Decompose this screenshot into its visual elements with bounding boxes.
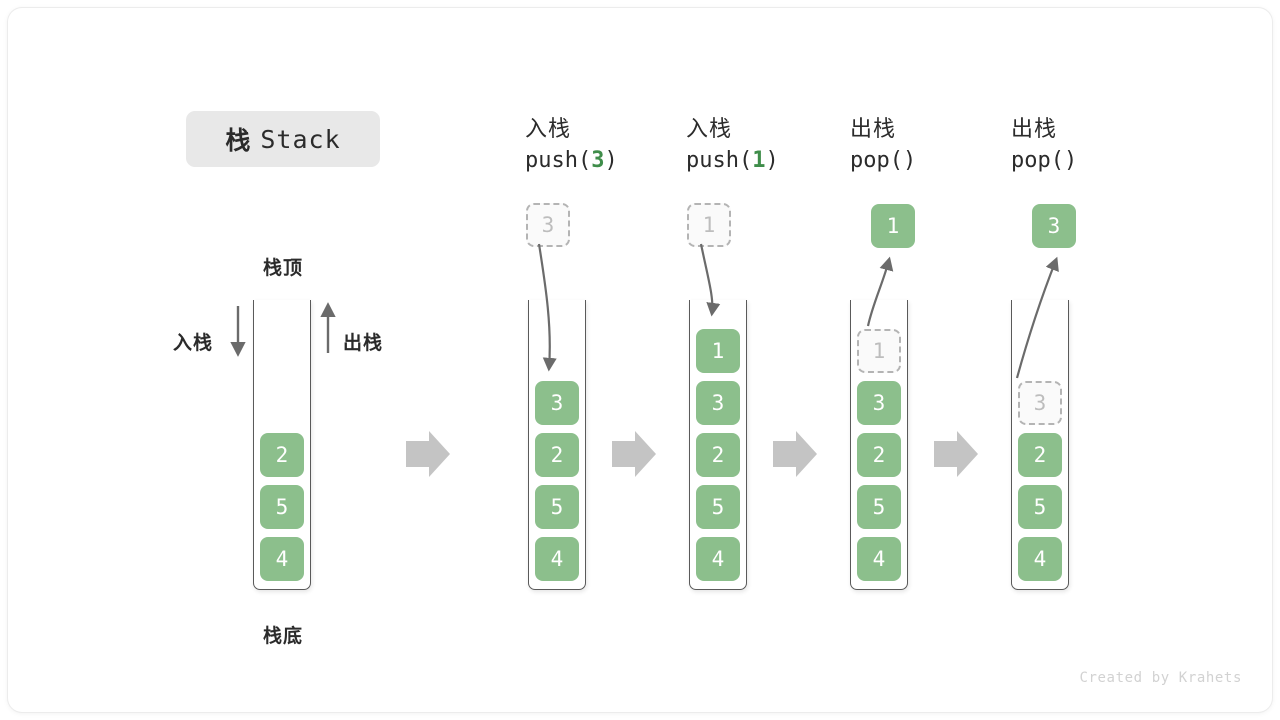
label-stack-bottom: 栈底: [263, 626, 304, 647]
ghost-cell-pop-3: 3: [1018, 381, 1062, 425]
label-pop: 出栈: [343, 333, 384, 354]
label-stack-top: 栈顶: [263, 258, 304, 279]
stack-3-container: [850, 300, 908, 590]
stack-3-cell: 5: [857, 485, 901, 529]
op-code-prefix: push(: [686, 147, 753, 173]
stack-0-cell: 5: [260, 485, 304, 529]
op-label-code: pop(): [850, 147, 917, 173]
watermark: Created by Krahets: [1079, 670, 1242, 686]
op-header-pop-3: 出栈 pop(): [1011, 113, 1161, 177]
ghost-cell-push-3: 3: [526, 203, 570, 247]
stack-2-container: [689, 300, 747, 590]
stack-1-cell: 3: [535, 381, 579, 425]
title-cn: 栈: [225, 127, 252, 155]
chevron-connector-4: [934, 431, 978, 477]
op-label-cn: 出栈: [1011, 116, 1058, 141]
chevron-connector-1: [406, 431, 450, 477]
op-header-pop-1: 出栈 pop(): [850, 113, 1000, 177]
label-push: 入栈: [173, 333, 214, 354]
op-code-arg: 1: [752, 147, 766, 173]
stack-0-container: [253, 300, 311, 590]
op-label-code: push(3): [525, 145, 675, 177]
op-header-push-1: 入栈 push(1): [686, 113, 836, 177]
op-code-prefix: push(: [525, 147, 592, 173]
op-label-cn: 出栈: [850, 116, 897, 141]
chevron-connector-2: [612, 431, 656, 477]
stack-2-cell: 3: [696, 381, 740, 425]
stack-4-cell: 2: [1018, 433, 1062, 477]
stack-2-cell: 4: [696, 537, 740, 581]
popped-cell-3: 3: [1032, 204, 1076, 248]
stack-0-cell: 4: [260, 537, 304, 581]
diagram-card: 栈 Stack 栈顶 栈底 入栈 出栈 2 5 4 入栈 push(3) 3 3…: [8, 8, 1272, 712]
ghost-cell-push-1: 1: [687, 203, 731, 247]
stack-3-cell: 3: [857, 381, 901, 425]
stack-2-cell: 5: [696, 485, 740, 529]
stack-1-cell: 2: [535, 433, 579, 477]
op-code-arg: 3: [591, 147, 605, 173]
diagram-stage: 栈 Stack 栈顶 栈底 入栈 出栈 2 5 4 入栈 push(3) 3 3…: [8, 8, 1272, 712]
stack-4-cell: 5: [1018, 485, 1062, 529]
chevron-connector-3: [773, 431, 817, 477]
op-code-suffix: ): [604, 147, 618, 173]
stack-3-cell: 2: [857, 433, 901, 477]
op-label-code: push(1): [686, 145, 836, 177]
stack-2-cell: 1: [696, 329, 740, 373]
ghost-cell-pop-1: 1: [857, 329, 901, 373]
stack-1-cell: 5: [535, 485, 579, 529]
stack-2-cell: 2: [696, 433, 740, 477]
stack-1-cell: 4: [535, 537, 579, 581]
popped-cell-1: 1: [871, 204, 915, 248]
op-label-cn: 入栈: [686, 116, 733, 141]
op-label-cn: 入栈: [525, 116, 572, 141]
op-code-suffix: ): [765, 147, 779, 173]
title-en: Stack: [260, 124, 341, 154]
stack-0-cell: 2: [260, 433, 304, 477]
op-header-push-3: 入栈 push(3): [525, 113, 675, 177]
stack-4-container: [1011, 300, 1069, 590]
op-label-code: pop(): [1011, 147, 1078, 173]
stack-4-cell: 4: [1018, 537, 1062, 581]
stack-3-cell: 4: [857, 537, 901, 581]
title-badge: 栈 Stack: [186, 111, 380, 167]
stack-1-container: [528, 300, 586, 590]
